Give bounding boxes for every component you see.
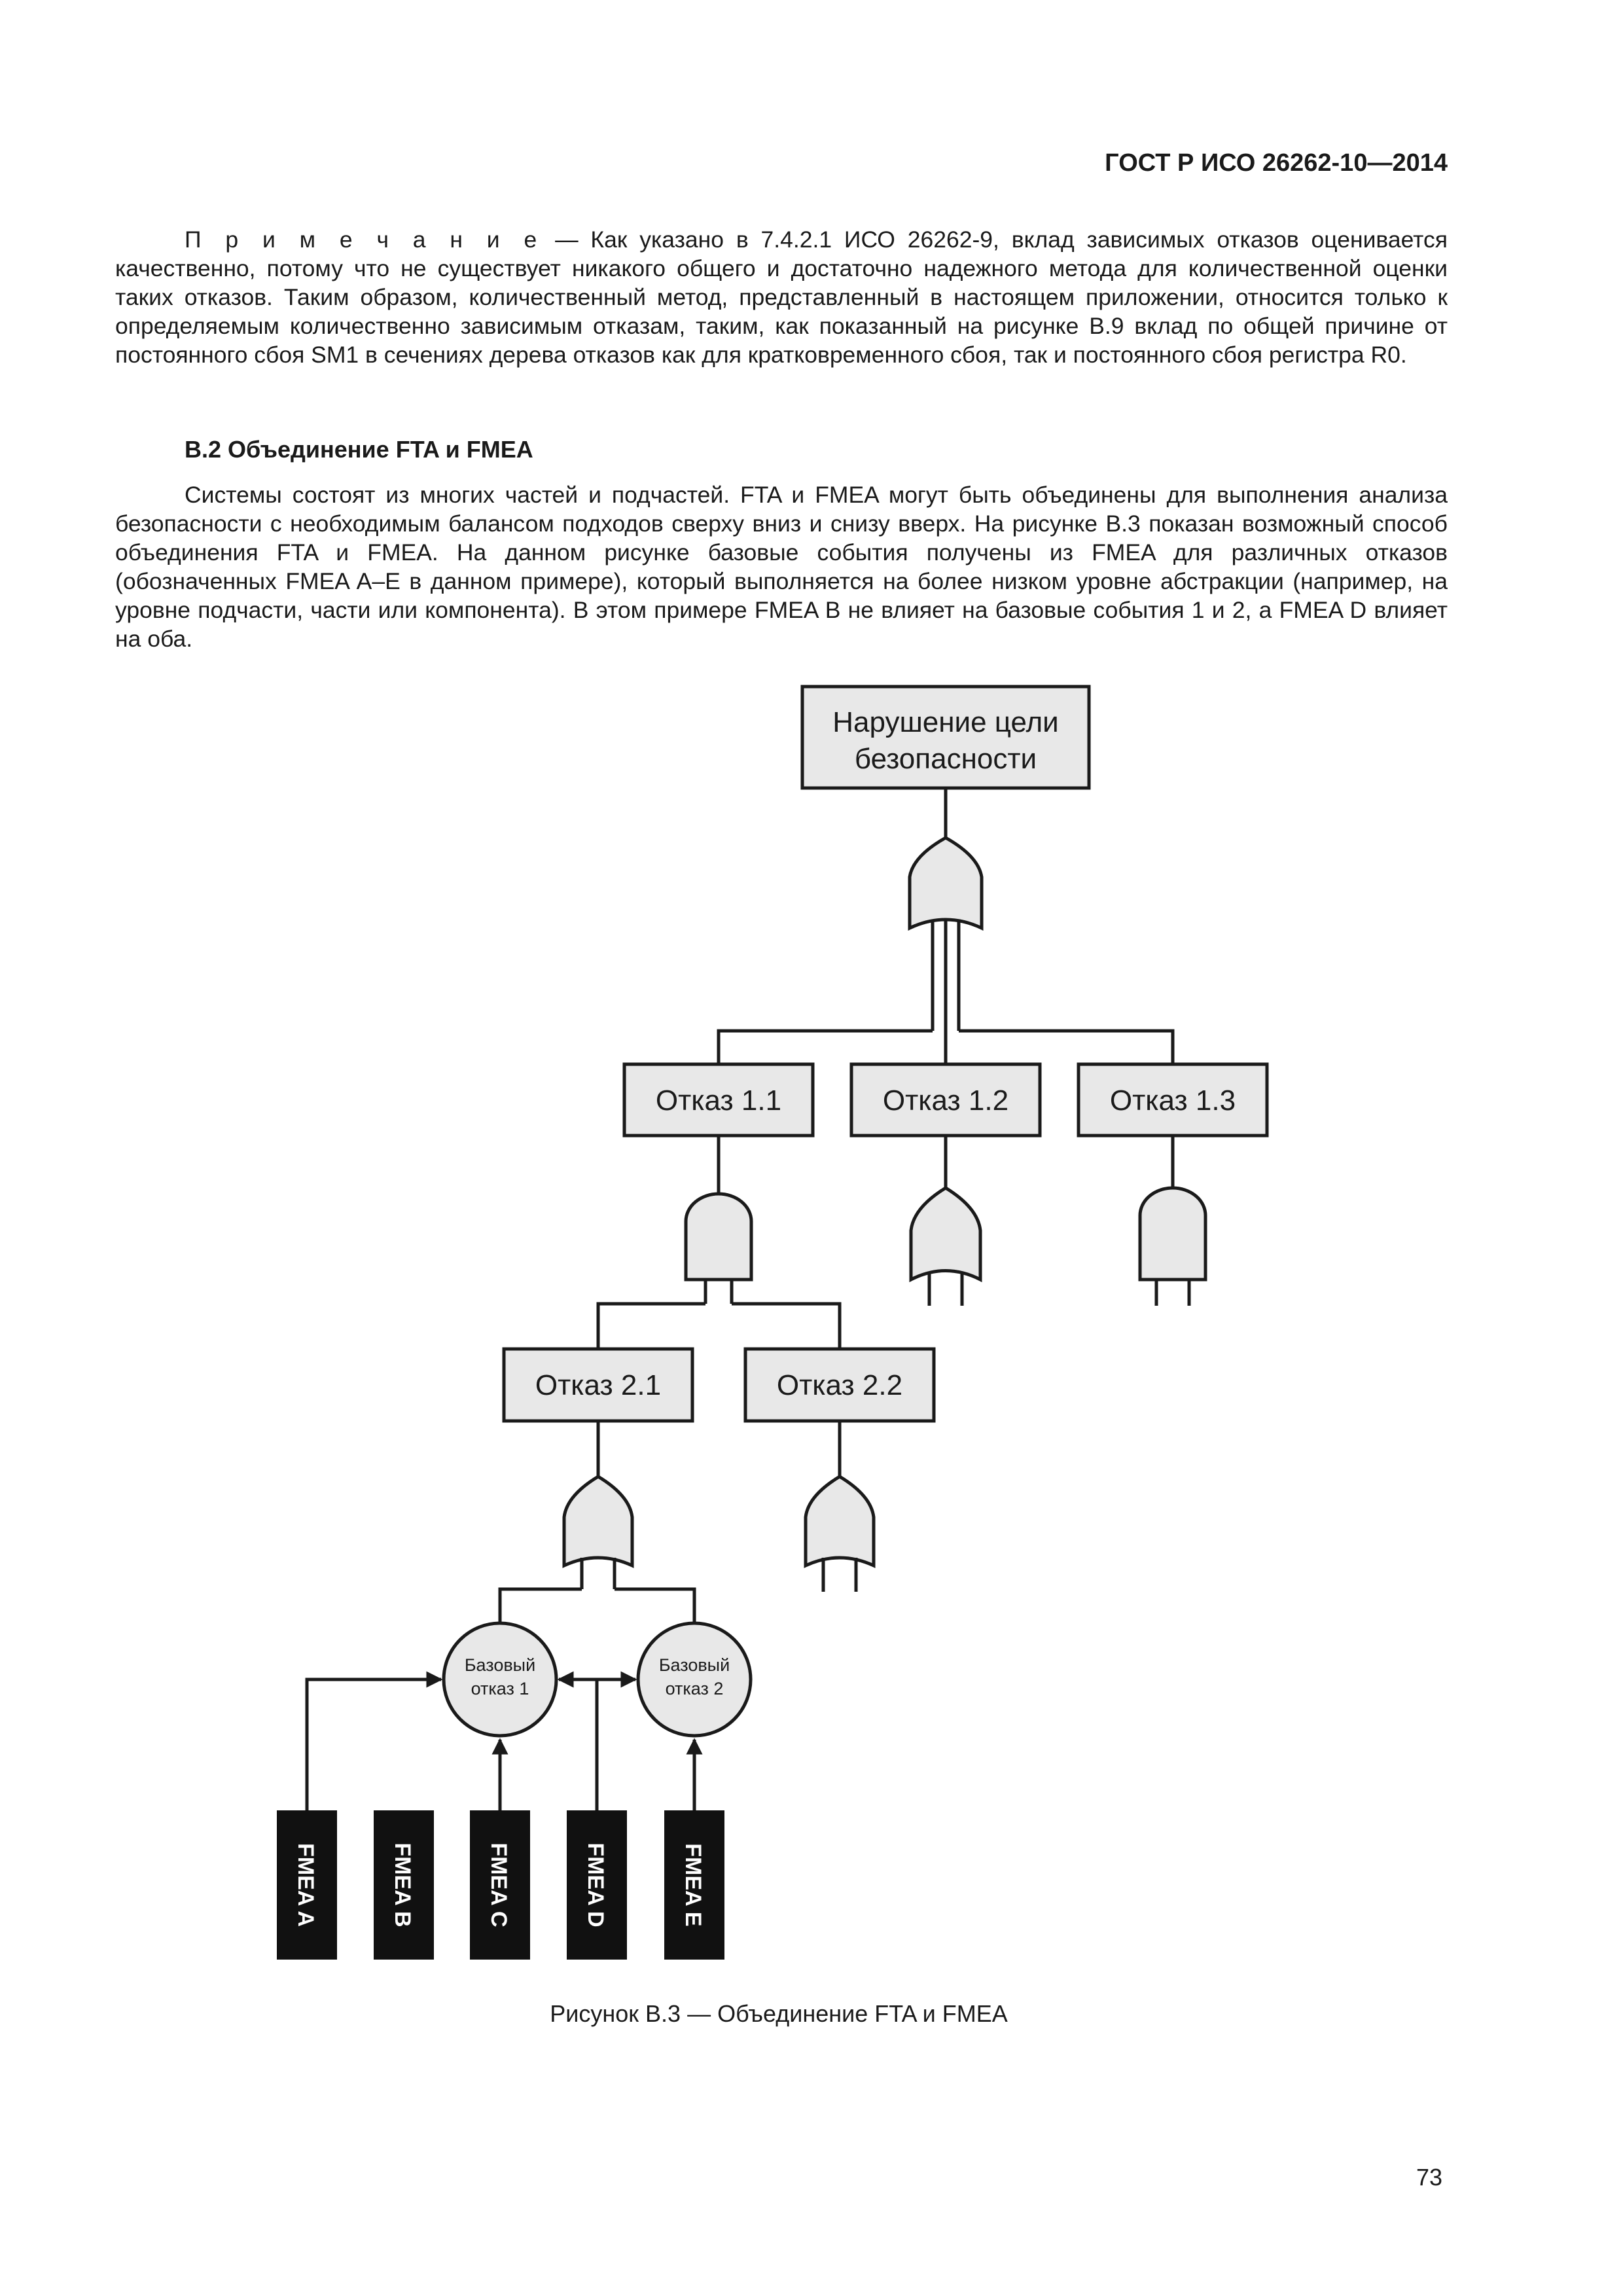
figure-caption: Рисунок B.3 — Объединение FTA и FMEA	[550, 2000, 1008, 2027]
fmea-d-block: FMEA D	[567, 1810, 627, 1960]
section-title: B.2 Объединение FTA и FMEA	[185, 436, 533, 463]
failure-2-1-box	[502, 1347, 694, 1423]
fmea-e-block: FMEA E	[664, 1810, 724, 1960]
basic-event-1-line1: Базовый	[465, 1655, 535, 1675]
and-gate-failure-1-1	[684, 1192, 753, 1282]
body-paragraph: Системы состоят из многих частей и подча…	[115, 482, 1448, 652]
fmea-a-label: FMEA A	[293, 1843, 318, 1927]
top-event-box	[800, 685, 1091, 790]
or-gate-failure-1-2	[909, 1186, 982, 1283]
fmea-d-label: FMEA D	[583, 1842, 608, 1927]
basic-event-2	[636, 1621, 753, 1738]
page-number: 73	[1416, 2164, 1442, 2191]
failure-2-2-label: Отказ 2.2	[777, 1369, 902, 1401]
fmea-b-block: FMEA B	[374, 1810, 434, 1960]
fmea-a-block: FMEA A	[277, 1810, 337, 1960]
top-event-label-line2: безопасности	[855, 743, 1037, 775]
fmea-e-label: FMEA E	[681, 1843, 705, 1926]
or-gate-top	[908, 836, 984, 931]
document-header: ГОСТ Р ИСО 26262-10—2014	[1105, 149, 1448, 177]
basic-event-1-line2: отказ 1	[471, 1679, 529, 1698]
fmea-b-label: FMEA B	[390, 1842, 415, 1927]
failure-1-1-box	[622, 1062, 815, 1138]
or-gate-failure-2-2	[804, 1475, 876, 1568]
note-text: — Как указано в 7.4.2.1 ИСО 26262-9, вкл…	[115, 226, 1448, 368]
note-paragraph: П р и м е ч а н и е — Как указано в 7.4.…	[115, 225, 1448, 369]
basic-event-2-line1: Базовый	[659, 1655, 730, 1675]
arrow-fmea-a-to-basic-1	[305, 1671, 443, 1810]
fmea-c-label: FMEA C	[486, 1842, 511, 1927]
basic-event-2-line2: отказ 2	[666, 1679, 724, 1698]
failure-2-1-label: Отказ 2.1	[535, 1369, 661, 1401]
fmea-c-block: FMEA C	[470, 1810, 530, 1960]
basic-event-1	[442, 1621, 558, 1738]
failure-1-2-box	[849, 1062, 1042, 1138]
failure-1-2-label: Отказ 1.2	[883, 1085, 1008, 1117]
note-lead: П р и м е ч а н и е	[185, 226, 543, 253]
failure-2-2-box	[743, 1347, 936, 1423]
or-gate-failure-2-1	[562, 1475, 634, 1568]
failure-1-3-label: Отказ 1.3	[1110, 1085, 1236, 1117]
failure-1-1-label: Отказ 1.1	[656, 1085, 781, 1117]
and-gate-failure-1-3	[1138, 1186, 1207, 1282]
top-event-label-line1: Нарушение цели	[832, 706, 1059, 738]
